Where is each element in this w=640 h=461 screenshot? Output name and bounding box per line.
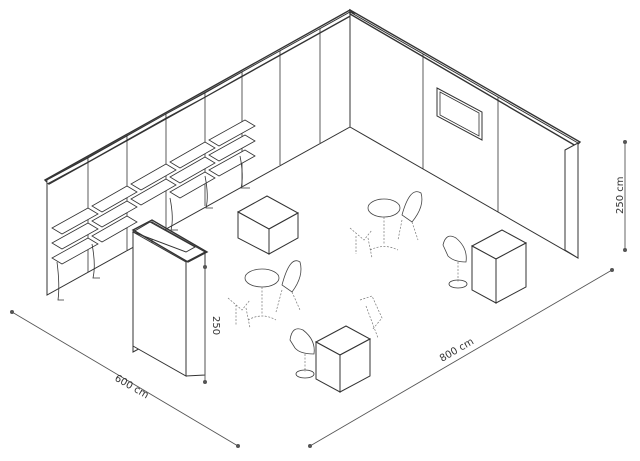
dimension-cabinet-height: 250 xyxy=(203,265,221,384)
wall-shelving xyxy=(51,119,256,301)
counter-right xyxy=(442,229,528,304)
dimension-wall-height: 250 cm xyxy=(615,140,627,252)
wall-screen xyxy=(436,87,483,141)
tall-display-cabinet xyxy=(131,219,209,377)
cafe-table-left xyxy=(227,260,302,329)
counter-front xyxy=(289,295,383,393)
depth-label: 600 cm xyxy=(113,373,151,401)
cafe-table-center xyxy=(349,191,423,259)
wall-height-label: 250 cm xyxy=(615,176,626,214)
right-back-wall xyxy=(349,8,582,259)
cube-ottoman xyxy=(236,195,300,255)
cabinet-height-label: 250 xyxy=(210,316,221,335)
